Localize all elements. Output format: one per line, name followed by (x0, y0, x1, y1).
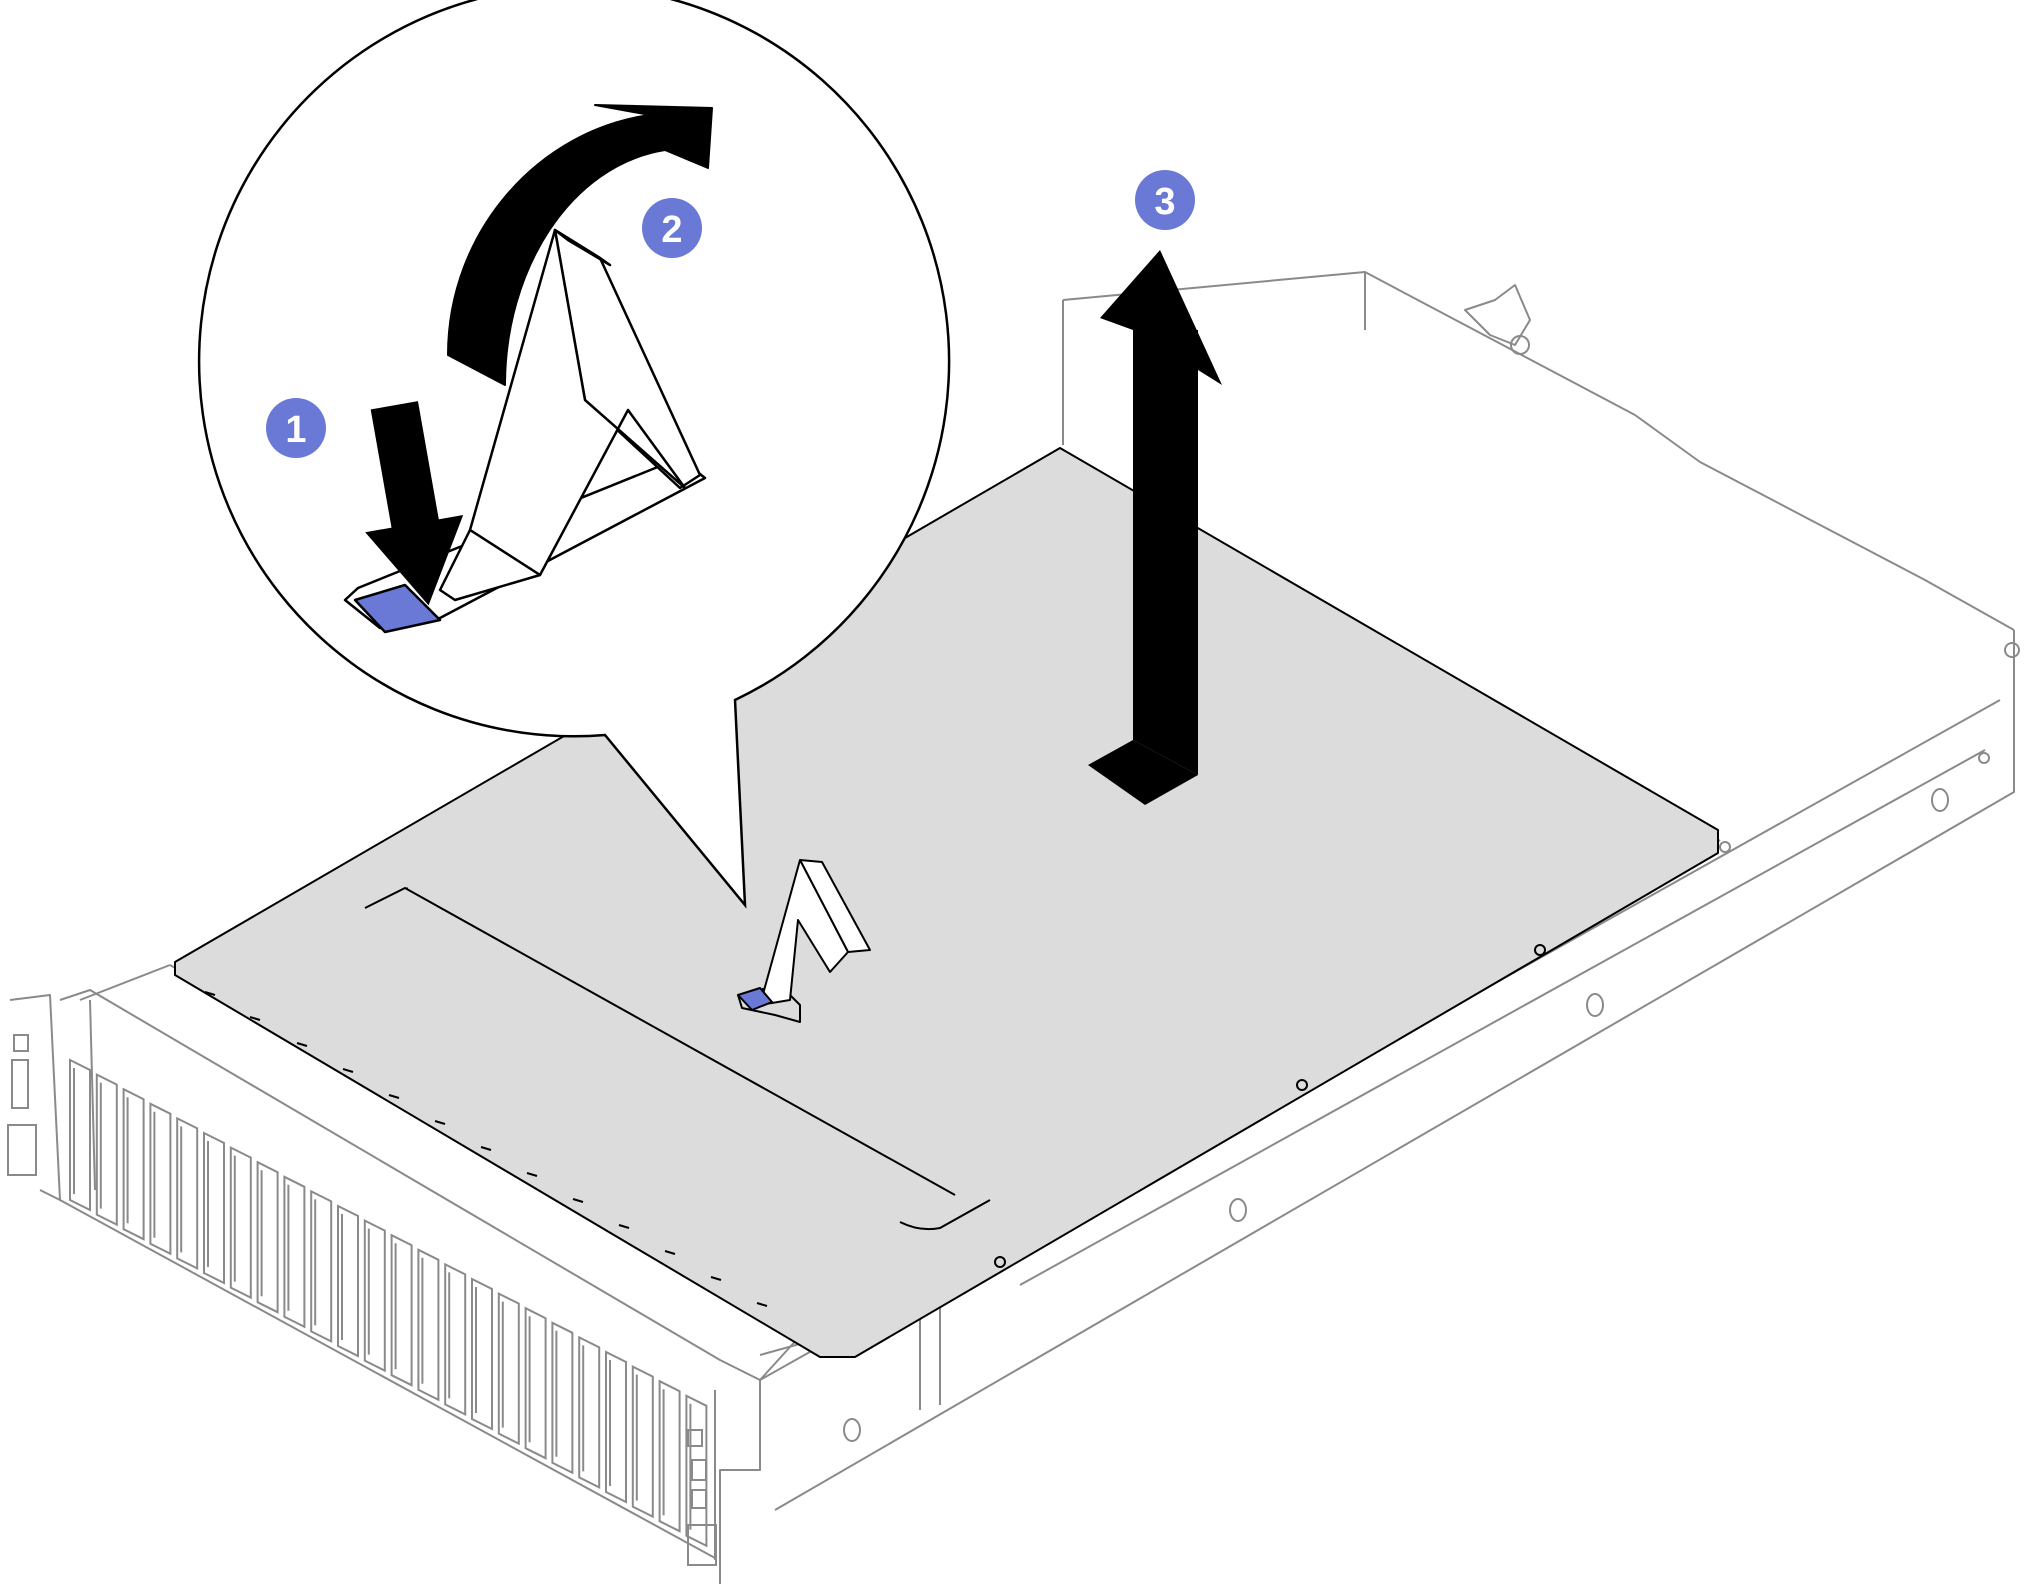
drive-bay (390, 1233, 413, 1387)
rotate-curved-arrow-icon (447, 104, 713, 386)
drive-bay (256, 1160, 279, 1314)
drive-bay (444, 1262, 467, 1417)
svg-text:1: 1 (285, 409, 306, 451)
drive-bay (471, 1277, 493, 1431)
drive-bay (229, 1145, 252, 1300)
drive-bay (524, 1306, 547, 1460)
drive-bay (149, 1102, 172, 1256)
step-1-badge: 1 (266, 398, 326, 458)
svg-text:3: 3 (1154, 181, 1175, 223)
drive-bay (310, 1189, 333, 1344)
drive-bay (95, 1072, 118, 1227)
step-2-badge: 2 (642, 198, 702, 258)
cover-latch (737, 859, 871, 1023)
drive-bay (605, 1350, 627, 1504)
drive-bay (417, 1248, 440, 1402)
drive-bay (685, 1394, 708, 1548)
drive-bay (69, 1058, 91, 1212)
drive-bay (122, 1087, 145, 1241)
svg-text:2: 2 (661, 209, 682, 251)
lift-up-arrow-icon (1088, 250, 1222, 805)
drive-bay (658, 1379, 681, 1533)
step-3-badge: 3 (1135, 170, 1195, 230)
drive-bay (631, 1364, 654, 1519)
drive-bay-array (69, 1058, 708, 1548)
drive-bay (283, 1175, 306, 1329)
drive-bay (363, 1218, 386, 1373)
front-io-panel (7, 1034, 717, 1566)
drive-bay (176, 1116, 199, 1271)
drive-bay (497, 1291, 520, 1446)
drive-bay (578, 1335, 601, 1490)
drive-bay (203, 1131, 225, 1285)
drive-bay (337, 1204, 359, 1358)
drive-bay (551, 1321, 574, 1475)
press-down-arrow-icon (365, 401, 464, 606)
